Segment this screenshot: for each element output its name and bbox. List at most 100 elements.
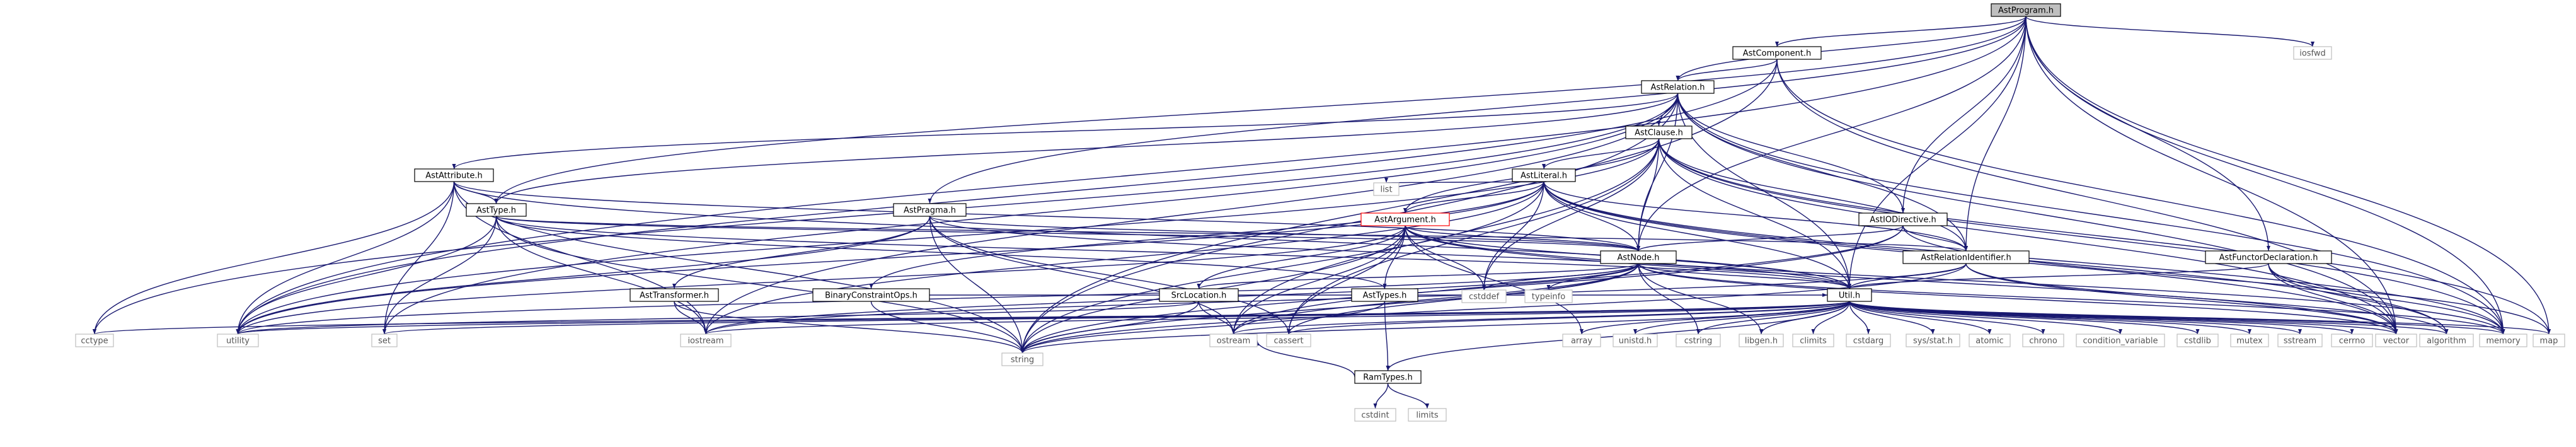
system-header-cerrno: cerrno	[2331, 334, 2373, 347]
cerrno-label: cerrno	[2339, 337, 2366, 346]
edge-astcomponent-to-utility	[236, 59, 1778, 335]
array-box	[1562, 334, 1601, 347]
system-header-cassert: cassert	[1266, 334, 1311, 347]
edge-astargument-to-asttypes	[1383, 225, 1406, 289]
system-header-unistd: unistd.h	[1613, 334, 1658, 347]
system-header-cstdarg: cstdarg	[1846, 334, 1891, 347]
cassert-box	[1266, 334, 1311, 347]
memory-label: memory	[2486, 337, 2521, 346]
asttype-box	[466, 203, 527, 217]
edge-util-to-cctype	[93, 301, 1850, 335]
iostream-box	[680, 334, 732, 347]
edge-astrelation-to-astattribute	[452, 93, 1679, 170]
cstdlib-box	[2176, 334, 2219, 347]
edge-util-to-array	[1580, 301, 1850, 335]
cerrno-box	[2331, 334, 2373, 347]
header-node-astrelationidentifier[interactable]: AstRelationIdentifier.h	[1902, 250, 2030, 264]
edge-astliteral-to-astrelationidentifier	[1543, 181, 1968, 252]
header-node-astargument[interactable]: AstArgument.h	[1360, 212, 1450, 226]
header-node-astcomponent[interactable]: AstComponent.h	[1732, 46, 1822, 60]
memory-box	[2479, 334, 2527, 347]
astfunctordeclaration-box	[2205, 250, 2332, 264]
edge-asttype-to-astnode	[495, 216, 1640, 252]
header-node-ramtypes[interactable]: RamTypes.h	[1354, 370, 1422, 384]
edge-util-to-iostream	[704, 301, 1850, 335]
edge-util-to-cstring	[1696, 301, 1850, 335]
cassert-label: cassert	[1274, 337, 1303, 346]
edge-astattribute-to-cctype	[93, 181, 455, 335]
system-header-set: set	[371, 334, 398, 347]
system-header-list: list	[1373, 182, 1400, 196]
string-label: string	[1011, 356, 1034, 365]
system-header-cstdint: cstdint	[1354, 408, 1396, 422]
system-header-utility: utility	[217, 334, 259, 347]
edge-astfunctordeclaration-to-algorithm	[2268, 263, 2449, 335]
edge-util-to-string	[1020, 301, 1850, 354]
edge-astprogram-to-iosfwd	[2025, 16, 2314, 47]
edge-astnode-to-memory	[1638, 263, 2505, 335]
header-node-astprogram[interactable]: AstProgram.h	[1991, 3, 2061, 17]
header-node-astpragma[interactable]: AstPragma.h	[893, 203, 967, 217]
typeinfo-label: typeinfo	[1532, 293, 1565, 302]
edge-astclause-to-astrelationidentifier	[1658, 138, 1968, 252]
edge-util-to-climits	[1811, 301, 1850, 335]
edge-astnode-to-libgen	[1638, 263, 1763, 335]
cstdint-box	[1354, 408, 1396, 422]
edge-astfunctordeclaration-to-util	[1848, 263, 2269, 289]
ostream-label: ostream	[1217, 337, 1251, 346]
edge-astliteral-to-cstddef	[1482, 181, 1544, 291]
edge-astattribute-to-utility	[236, 181, 455, 335]
edge-astfunctordeclaration-to-memory	[2268, 263, 2505, 335]
edge-astcomponent-to-astrelation	[1676, 59, 1778, 81]
astrelationidentifier-label: AstRelationIdentifier.h	[1921, 253, 2011, 263]
unistd-box	[1613, 334, 1658, 347]
edge-srclocation-to-string	[1020, 301, 1200, 354]
astclause-label: AstClause.h	[1635, 129, 1683, 138]
sysstat-box	[1906, 334, 1960, 347]
system-header-mutex: mutex	[2230, 334, 2269, 347]
header-node-asttransformer[interactable]: AstTransformer.h	[630, 288, 719, 302]
astcomponent-box	[1732, 46, 1822, 60]
edge-util-to-atomic	[1849, 301, 1992, 335]
system-header-cstddef: cstddef	[1461, 289, 1507, 303]
edge-astnode-to-srclocation	[1197, 263, 1639, 289]
set-label: set	[378, 337, 391, 346]
edge-astfunctordeclaration-to-vector	[2268, 263, 2398, 335]
algorithm-box	[2419, 334, 2474, 347]
edge-astliteral-to-util	[1543, 181, 1851, 289]
system-header-chrono: chrono	[2022, 334, 2064, 347]
header-node-astiodirective[interactable]: AstIODirective.h	[1858, 212, 1948, 226]
astliteral-box	[1512, 168, 1576, 182]
edge-astattribute-to-set	[382, 181, 455, 335]
system-header-condvar: condition_variable	[2076, 334, 2165, 347]
edge-astiodirective-to-ostream	[1231, 225, 1904, 335]
edge-binaryconstraintops-to-string	[870, 301, 1025, 354]
ostream-box	[1209, 334, 1258, 347]
header-node-binaryconstraintops[interactable]: BinaryConstraintOps.h	[812, 288, 930, 302]
header-node-asttype[interactable]: AstType.h	[466, 203, 527, 217]
edge-astnode-to-vector	[1638, 263, 2398, 335]
edge-asttype-to-utility	[236, 216, 497, 335]
header-node-astrelation[interactable]: AstRelation.h	[1641, 80, 1715, 94]
system-header-iostream: iostream	[680, 334, 732, 347]
header-node-util[interactable]: Util.h	[1827, 288, 1872, 302]
header-node-astattribute[interactable]: AstAttribute.h	[414, 168, 494, 182]
edge-astcomponent-to-memory	[1776, 59, 2505, 335]
edge-astliteral-to-iostream	[704, 181, 1544, 335]
system-header-atomic: atomic	[1969, 334, 2011, 347]
edge-util-to-set	[382, 301, 1850, 335]
header-node-astclause[interactable]: AstClause.h	[1625, 125, 1693, 139]
header-node-astfunctordeclaration[interactable]: AstFunctorDeclaration.h	[2205, 250, 2332, 264]
astiodirective-label: AstIODirective.h	[1870, 216, 1936, 225]
system-header-limits: limits	[1408, 408, 1447, 422]
header-node-astliteral[interactable]: AstLiteral.h	[1512, 168, 1576, 182]
edge-astiodirective-to-astnode	[1636, 225, 1904, 252]
header-node-srclocation[interactable]: SrcLocation.h	[1159, 288, 1239, 302]
header-node-astnode[interactable]: AstNode.h	[1600, 250, 1677, 264]
edge-astclause-to-astnode	[1636, 138, 1660, 252]
header-node-asttypes[interactable]: AstTypes.h	[1351, 288, 1418, 302]
edge-util-to-cerrno	[1849, 301, 2354, 335]
vector-label: vector	[2383, 337, 2410, 346]
edge-astpragma-to-cassert	[929, 216, 1291, 335]
astfunctordeclaration-label: AstFunctorDeclaration.h	[2219, 253, 2318, 263]
